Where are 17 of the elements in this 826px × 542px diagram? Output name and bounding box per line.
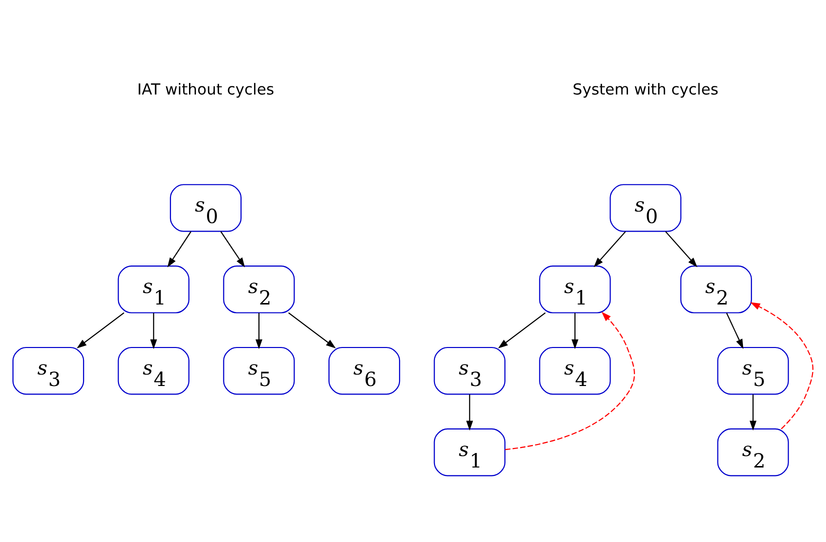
arrow — [505, 311, 635, 450]
arrow — [498, 312, 546, 348]
arrow — [466, 394, 474, 430]
label: System with cycles — [572, 80, 718, 98]
arrow — [150, 312, 158, 349]
arrow — [726, 312, 744, 348]
arrow — [665, 230, 698, 267]
arrow — [288, 312, 336, 348]
arrow — [750, 394, 756, 430]
arrow — [167, 230, 192, 267]
arrow — [594, 230, 626, 267]
arrow — [256, 312, 262, 349]
arrow — [220, 230, 245, 267]
arrow — [572, 312, 578, 349]
arrow — [750, 302, 814, 429]
arrow — [76, 312, 124, 348]
label: IAT without cycles — [137, 80, 274, 98]
